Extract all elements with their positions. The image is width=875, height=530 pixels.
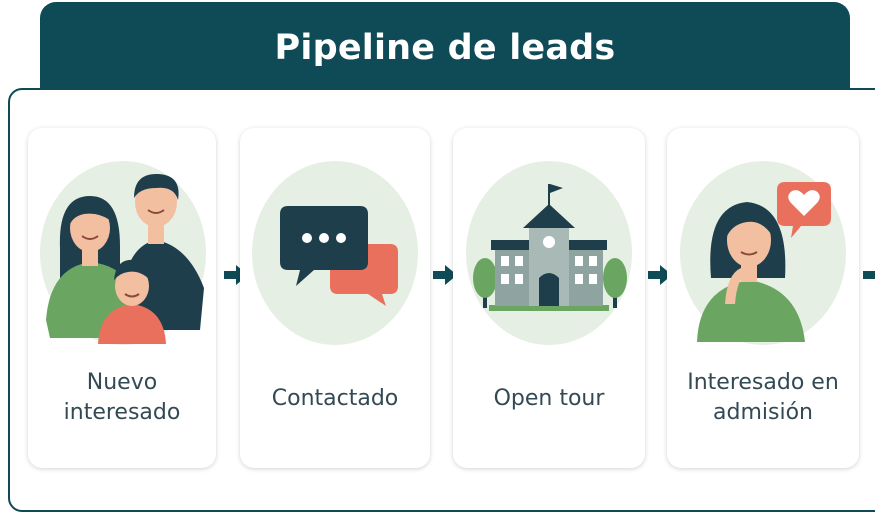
title-banner: Pipeline de leads <box>40 2 850 97</box>
stage-card-interesado-en-admision[interactable]: Interesado en admisión <box>667 128 859 468</box>
stage-card-nuevo-interesado[interactable]: Nuevo interesado <box>28 128 216 468</box>
stage-label: Open tour <box>493 386 605 411</box>
stage-label: Contactado <box>271 386 399 411</box>
stage-card-contactado[interactable]: Contactado <box>240 128 430 468</box>
family-icon <box>40 161 206 345</box>
school-building-icon <box>466 161 632 345</box>
stage-label: Nuevo interesado <box>63 370 181 425</box>
arrow-right-icon <box>863 265 875 285</box>
stage-label: Interesado en admisión <box>687 370 839 425</box>
stage-card-open-tour[interactable]: Open tour <box>453 128 645 468</box>
page-title: Pipeline de leads <box>274 28 616 68</box>
arrow-right-icon <box>433 265 457 285</box>
arrow-right-icon <box>648 265 672 285</box>
woman-thinking-heart-icon <box>680 161 846 345</box>
chat-bubbles-icon <box>252 161 418 345</box>
